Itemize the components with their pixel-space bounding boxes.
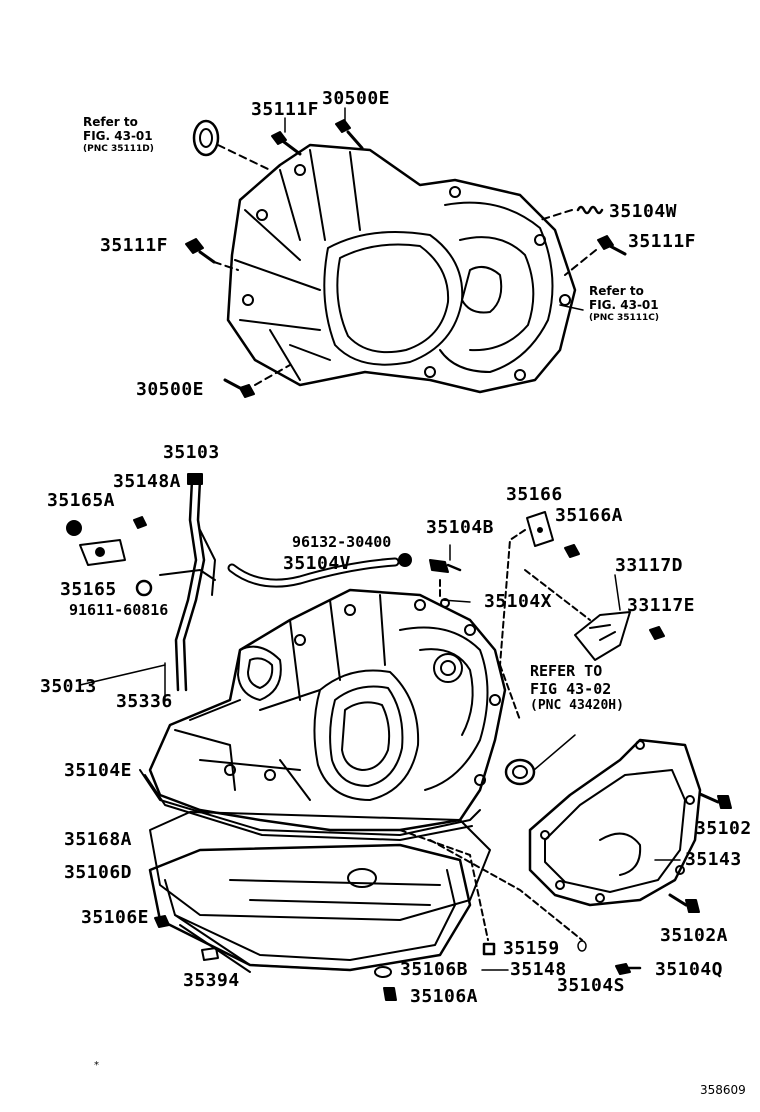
part-label-35103: 35103 [163, 442, 220, 463]
oil-seal-icon-right [504, 758, 536, 786]
reference-note-fig-43-01-35111C: Refer to FIG. 43-01 (PNC 35111C) [589, 284, 660, 323]
reference-note-pnc: (PNC 35111C) [589, 312, 660, 323]
bolt-icon-35111F-top [271, 131, 302, 156]
reference-note-line: FIG 43-02 [530, 680, 612, 698]
transaxle-case-main [139, 588, 507, 841]
transaxle-case-upper [226, 143, 577, 394]
part-label-35104V: 35104V [283, 553, 352, 574]
part-label-35165: 35165 [60, 579, 117, 600]
part-label-35104S: 35104S [557, 975, 626, 996]
reference-note-pnc: (PNC 35111D) [83, 143, 154, 154]
reference-note-line: Refer to [83, 115, 138, 129]
o-ring-icon-35104S [577, 940, 587, 952]
plug-icon-35106A [383, 987, 397, 1001]
reference-note-fig-43-02-43420H: REFER TO FIG 43-02 (PNC 43420H) [530, 662, 624, 714]
clip-icon-35165 [79, 539, 126, 566]
part-label-30500E-top: 30500E [322, 88, 391, 109]
leader-line [217, 144, 271, 171]
part-label-35106B: 35106B [400, 959, 469, 980]
bolt-icon-35106E [154, 915, 170, 928]
part-label-35148: 35148 [510, 959, 567, 980]
footer-tick-mark: * [94, 1060, 99, 1071]
part-label-35336: 35336 [116, 691, 173, 712]
part-label-35166: 35166 [506, 484, 563, 505]
bolt-icon-33117E [649, 626, 665, 640]
part-label-96132-30400: 96132-30400 [292, 533, 392, 551]
part-label-91611-60816: 91611-60816 [69, 601, 169, 619]
reference-note-line: REFER TO [530, 662, 603, 680]
oil-seal-icon [192, 119, 220, 157]
part-label-35148A: 35148A [113, 471, 182, 492]
part-label-35102: 35102 [695, 818, 752, 839]
o-ring-icon-91611 [135, 579, 153, 597]
part-label-35106E: 35106E [81, 907, 150, 928]
part-label-35104B: 35104B [426, 517, 495, 538]
sensor-icon-35104B [429, 544, 462, 573]
part-label-35168A: 35168A [64, 829, 133, 850]
breather-hose-35104V [227, 557, 400, 588]
part-label-35104W: 35104W [609, 201, 678, 222]
bolt-icon-35166A [564, 544, 580, 558]
part-label-35111F-left: 35111F [100, 235, 169, 256]
part-label-35013: 35013 [40, 676, 97, 697]
reference-note-line: Refer to [589, 284, 644, 298]
oil-pan-35106D [148, 843, 472, 973]
bracket-icon-33117D [574, 611, 631, 661]
bolt-icon-35111F-left [185, 238, 216, 264]
part-label-35394: 35394 [183, 970, 240, 991]
reference-note-pnc: (PNC 43420H) [530, 698, 624, 713]
bolt-icon-35102A [668, 893, 700, 913]
part-label-33117E: 33117E [627, 595, 696, 616]
oil-level-gauge-icon [159, 473, 216, 692]
bolt-icon-35104Q [615, 963, 642, 975]
part-label-35166A: 35166A [555, 505, 624, 526]
illustration-reference-number: 358609 [700, 1083, 746, 1097]
small-washer-35148A [133, 516, 147, 529]
part-label-35106A: 35106A [410, 986, 479, 1007]
part-label-30500E-bottom: 30500E [136, 379, 205, 400]
bolt-icon-35102 [698, 792, 732, 809]
magnet-icon-35394 [201, 947, 219, 961]
filter-icon-35159 [482, 942, 496, 956]
part-label-35165A: 35165A [47, 490, 116, 511]
part-label-35104E: 35104E [64, 760, 133, 781]
part-label-35104X: 35104X [484, 591, 553, 612]
spring-icon-35104W [576, 205, 604, 215]
bolt-icon-30500E-top [335, 119, 364, 150]
reference-note-line: FIG. 43-01 [83, 128, 153, 143]
side-cover-35143 [528, 738, 702, 907]
nut-icon-35165A [66, 520, 82, 536]
reference-note-fig-43-01-35111D: Refer to FIG. 43-01 (PNC 35111D) [83, 115, 154, 154]
part-label-35159: 35159 [503, 938, 560, 959]
plug-icon-96132 [398, 553, 412, 567]
part-label-35111F-right: 35111F [628, 231, 697, 252]
part-label-33117D: 33117D [615, 555, 684, 576]
part-label-35102A: 35102A [660, 925, 729, 946]
part-label-35106D: 35106D [64, 862, 133, 883]
part-label-35143: 35143 [685, 849, 742, 870]
bolt-icon-30500E-bottom [223, 378, 255, 398]
reference-note-line: FIG. 43-01 [589, 297, 659, 312]
part-label-35104Q: 35104Q [655, 959, 724, 980]
washer-icon-35106B [374, 966, 392, 978]
part-label-35111F-top: 35111F [251, 99, 320, 120]
clip-icon-35166 [526, 511, 554, 547]
bolt-icon-35111F-right [597, 235, 627, 256]
